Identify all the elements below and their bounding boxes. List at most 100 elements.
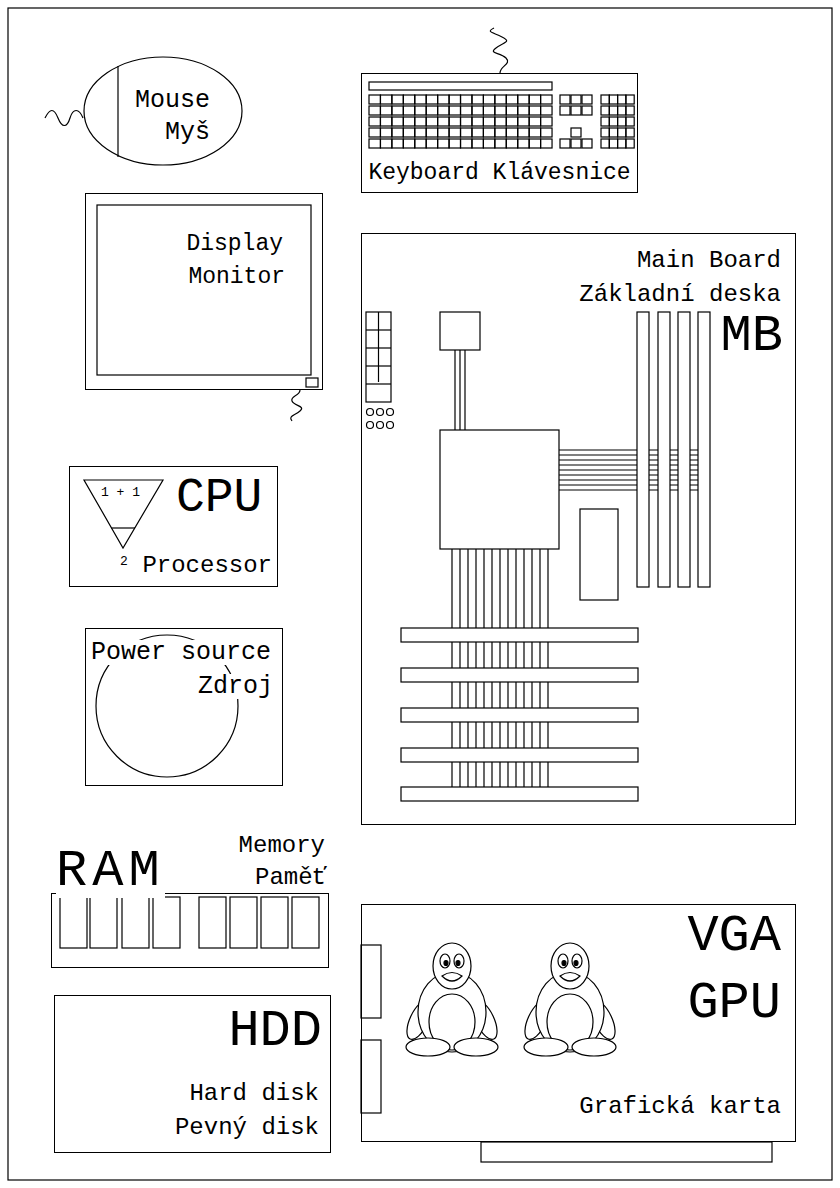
key: [495, 128, 506, 137]
key: [483, 95, 494, 104]
key: [472, 117, 483, 126]
bus-line: [559, 479, 698, 480]
pin: [367, 409, 374, 416]
key: [380, 139, 391, 148]
key: [415, 117, 426, 126]
key: [626, 117, 634, 126]
key: [483, 117, 494, 126]
key: [449, 95, 460, 104]
mainboard-box: Main BoardZákladní deskaMB: [361, 233, 796, 825]
memory-chip: [261, 897, 288, 948]
node-label: Keyboard Klávesnice: [368, 162, 630, 185]
key: [529, 139, 540, 148]
key: [518, 139, 529, 148]
bus-line: [464, 350, 465, 430]
expansion-slot: [401, 628, 638, 642]
key: [609, 117, 617, 126]
bus-line: [559, 474, 698, 475]
ram-chips: [60, 897, 319, 948]
node-label: GPU: [687, 978, 781, 1030]
key: [403, 139, 414, 148]
key: [626, 95, 634, 104]
key: [609, 106, 617, 115]
key: [506, 139, 517, 148]
key: [461, 117, 472, 126]
node-label: Memory: [239, 834, 325, 858]
key: [601, 95, 609, 104]
node-label: Grafická karta: [579, 1095, 781, 1119]
node-label: Zdroj: [198, 674, 273, 699]
key: [415, 139, 426, 148]
power-connector: [366, 329, 391, 330]
key: [461, 128, 472, 137]
key: [541, 128, 552, 137]
penguin-part: [433, 943, 471, 989]
cpu-box: 1 + 12CPUProcessor: [69, 466, 278, 587]
key: [609, 139, 617, 148]
keyboard-keys: [369, 82, 634, 148]
display-box: DisplayMonitor: [85, 193, 323, 390]
key: [472, 95, 483, 104]
node-label: Hard disk: [189, 1082, 319, 1106]
key: [472, 106, 483, 115]
key: [529, 106, 540, 115]
power-connector: [366, 383, 391, 384]
board-parts: [366, 312, 710, 801]
key: [483, 128, 494, 137]
node-label: Myš: [165, 120, 210, 145]
key: [518, 106, 529, 115]
mouse-button-line: [117, 66, 118, 157]
node-label: Paměť: [255, 866, 327, 890]
cpu-triangle: [84, 480, 163, 548]
key: [601, 139, 609, 148]
penguin-part: [454, 1038, 498, 1056]
key: [626, 139, 634, 148]
gpu-box: VGAGPUGrafická karta: [361, 904, 796, 1142]
key: [618, 139, 626, 148]
node-label: MB: [721, 311, 783, 363]
pin: [367, 422, 374, 429]
expansion-slot: [401, 708, 638, 722]
key: [618, 117, 626, 126]
penguin-part: [454, 954, 464, 968]
node-label: HDD: [228, 1006, 322, 1058]
keyboard-box: Keyboard Klávesnice: [361, 73, 638, 193]
key: [392, 128, 403, 137]
memory-slot: [678, 312, 690, 587]
key: [495, 106, 506, 115]
key: [529, 128, 540, 137]
node-label: Monitor: [188, 266, 285, 289]
key: [571, 128, 581, 137]
power-connector: [366, 347, 391, 348]
key: [626, 128, 634, 137]
expansion-slot: [401, 668, 638, 682]
chip: [440, 312, 480, 350]
key: [618, 95, 626, 104]
key: [618, 128, 626, 137]
bus-line: [454, 350, 455, 430]
bus-line: [559, 489, 698, 490]
key: [560, 95, 570, 104]
key: [380, 95, 391, 104]
key: [609, 95, 617, 104]
ellipse-outline: [84, 57, 242, 165]
key: [369, 95, 380, 104]
key: [506, 106, 517, 115]
key: [415, 128, 426, 137]
key: [518, 95, 529, 104]
node-label: Main Board: [637, 249, 781, 273]
key: [449, 106, 460, 115]
penguin-part: [551, 943, 589, 989]
pin: [377, 409, 384, 416]
bus-line: [459, 350, 460, 430]
pin: [387, 422, 394, 429]
penguin-part: [558, 954, 568, 968]
key: [369, 117, 380, 126]
key: [582, 95, 592, 104]
penguin: [520, 943, 620, 1056]
key: [541, 117, 552, 126]
penguin-part: [572, 1038, 616, 1056]
memory-slot: [698, 312, 710, 587]
ram-box: RAMMemoryPaměť: [51, 893, 329, 968]
key: [472, 139, 483, 148]
